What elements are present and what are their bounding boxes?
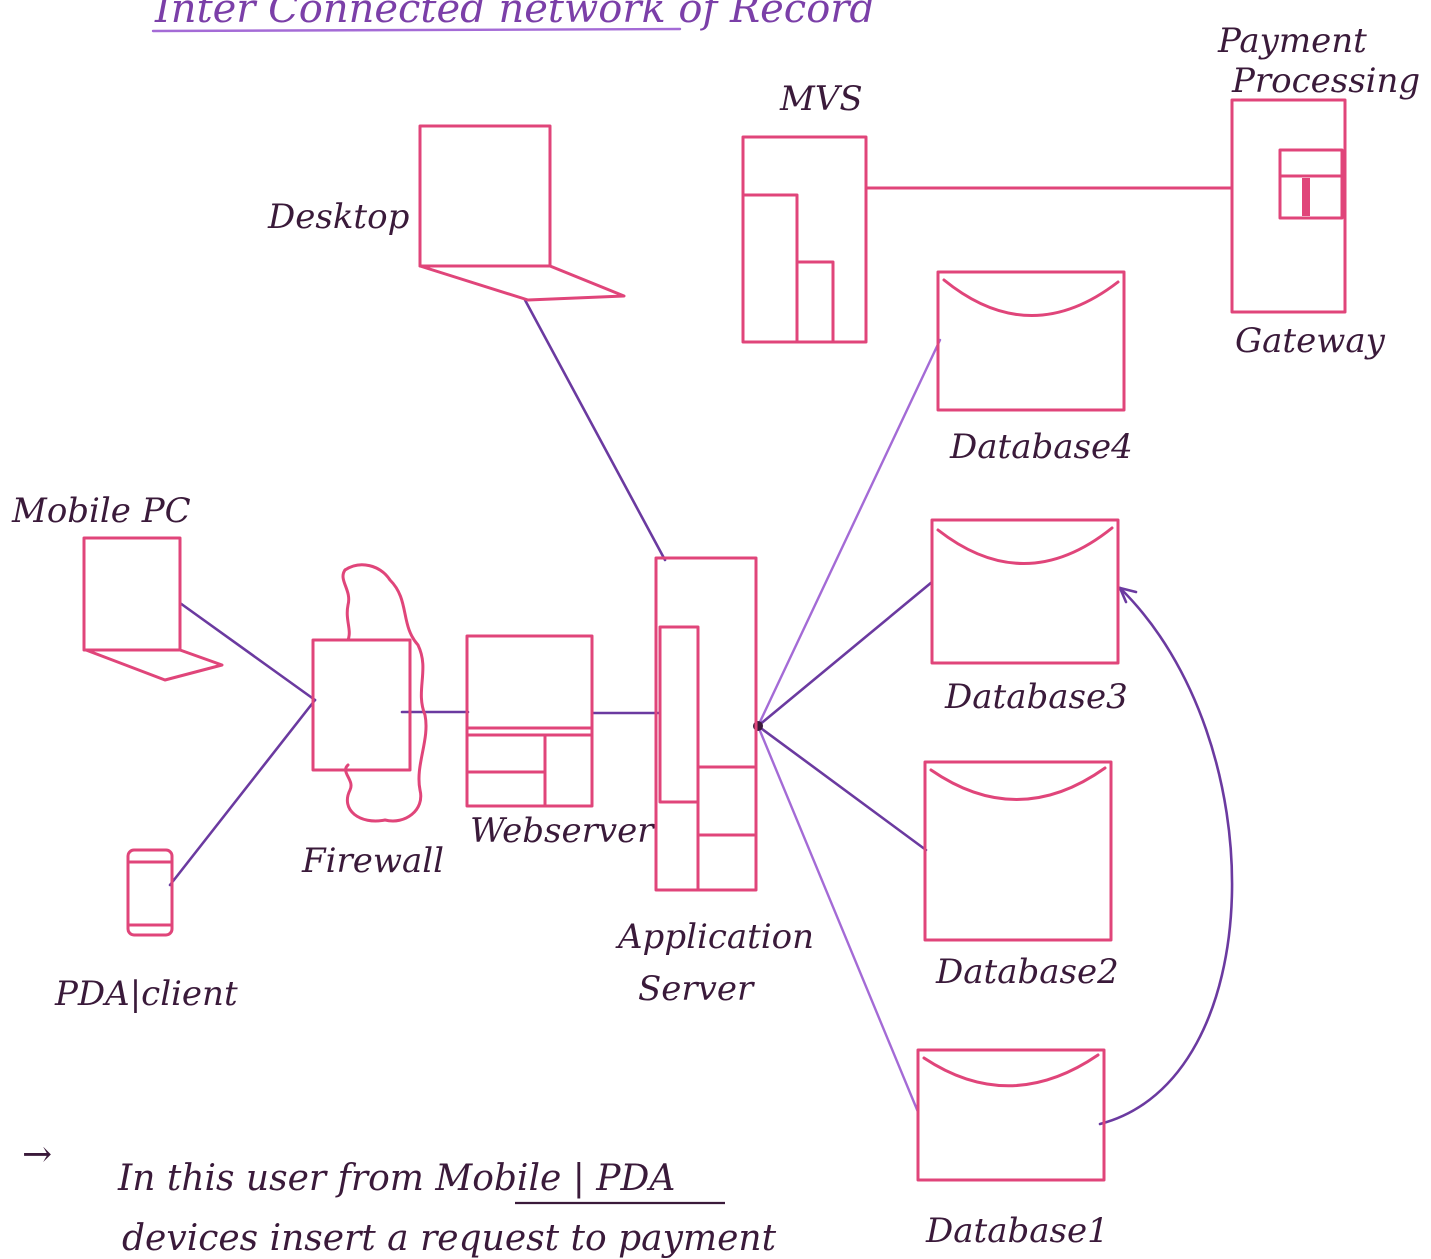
firewall-cloud <box>343 563 428 823</box>
database3-node: Database3 <box>930 518 1128 717</box>
mobile-pc-screen <box>82 536 182 652</box>
firewall-label: Firewall <box>301 841 444 881</box>
desktop-keyboard <box>418 264 626 302</box>
database1-node: Database1 <box>916 1048 1109 1251</box>
desktop-label: Desktop <box>267 197 409 237</box>
note-line1-prefix: In this user from <box>117 1158 435 1199</box>
database2-curve <box>929 766 1107 801</box>
gateway-label: Gateway <box>1235 321 1386 361</box>
link-db1-db3-curve <box>1098 586 1234 1126</box>
bottom-note: → In this user from Mobile | PDA devices… <box>22 1134 777 1259</box>
app-server-label-line2: Server <box>638 969 755 1009</box>
desktop-node: Desktop <box>267 124 626 302</box>
mvs-node: MVS <box>741 79 868 344</box>
desktop-screen <box>418 124 552 268</box>
app-server-label-line1: Application <box>615 917 814 957</box>
link-appserver-db3 <box>756 580 934 728</box>
database2-label: Database2 <box>935 952 1119 992</box>
link-appserver-db2 <box>756 724 928 852</box>
note-arrow: → <box>22 1134 52 1175</box>
payment-label-line1: Payment <box>1217 21 1367 61</box>
payment-label-line2: Processing <box>1231 61 1420 101</box>
link-appserver-db1 <box>756 724 920 1114</box>
firewall-node: Firewall <box>301 563 444 881</box>
payment-slot-mark <box>1302 178 1310 216</box>
webserver-node: Webserver <box>465 634 655 851</box>
link-mobile-firewall <box>178 601 317 702</box>
mvs-box <box>741 135 868 344</box>
database3-curve <box>936 526 1114 565</box>
mvs-panel-1 <box>741 193 799 344</box>
mobile-pc-label: Mobile PC <box>11 491 191 531</box>
database4-label: Database4 <box>949 427 1133 467</box>
payment-card-slot <box>1278 148 1344 220</box>
database3-box <box>930 518 1120 665</box>
pda-body <box>126 848 174 937</box>
application-server-node: Application Server <box>615 556 814 1009</box>
database2-node: Database2 <box>923 760 1119 992</box>
link-pda-firewall <box>168 698 317 887</box>
database1-curve <box>922 1053 1100 1088</box>
note-line1: In this user from Mobile | PDA <box>117 1158 675 1199</box>
database4-box <box>936 270 1126 412</box>
database1-label: Database1 <box>925 1211 1109 1251</box>
diagram-title: Inter Connected network of Record <box>154 0 875 32</box>
mobile-pc-keyboard <box>84 648 224 682</box>
pda-client-node: PDA|client <box>54 848 238 1014</box>
database2-box <box>923 760 1113 942</box>
payment-gateway-node: Payment Processing Gateway <box>1217 21 1420 361</box>
link-appserver-db4 <box>756 338 942 728</box>
mvs-panel-2 <box>795 260 835 344</box>
database4-node: Database4 <box>936 270 1133 467</box>
database3-label: Database3 <box>944 677 1128 717</box>
curve-arrowhead <box>1118 586 1138 604</box>
mvs-label: MVS <box>779 79 863 119</box>
app-server-box <box>654 556 758 892</box>
database1-box <box>916 1048 1106 1182</box>
mobile-pc-node: Mobile PC <box>11 491 224 682</box>
webserver-box <box>465 634 594 808</box>
firewall-box <box>311 638 412 772</box>
note-line2: devices insert a request to payment <box>122 1218 777 1259</box>
link-desktop-appserver <box>523 298 667 562</box>
pda-client-label: PDA|client <box>54 974 238 1014</box>
webserver-label: Webserver <box>470 811 655 851</box>
diagram-title-group: Inter Connected network of Record <box>151 0 875 33</box>
note-line1-underlined: Mobile | PDA <box>434 1158 675 1199</box>
database4-curve <box>942 278 1120 317</box>
payment-box <box>1230 98 1347 314</box>
title-underline <box>151 27 682 33</box>
firewall-cloud-left <box>341 568 351 642</box>
app-server-panel-left <box>658 625 700 804</box>
